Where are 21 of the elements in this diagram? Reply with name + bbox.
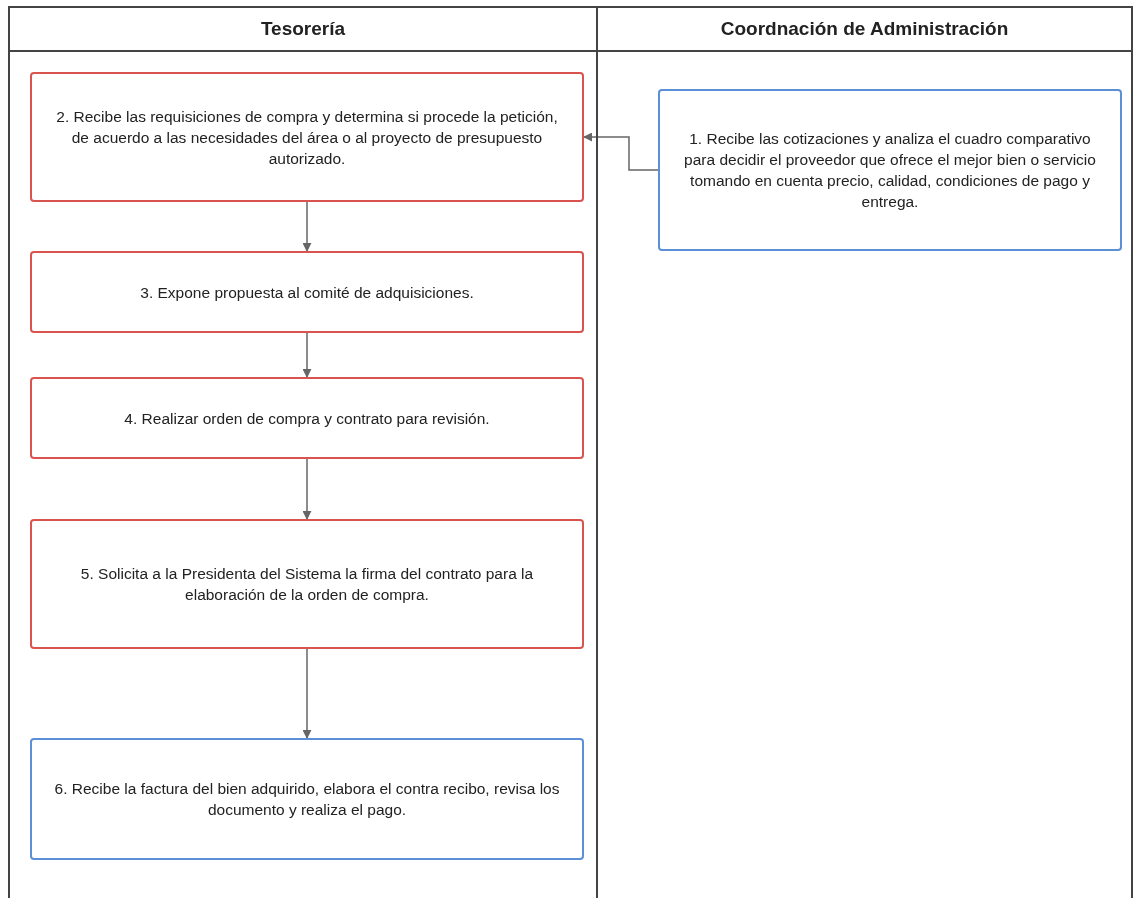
process-box <box>30 251 584 333</box>
process-box <box>30 377 584 459</box>
lane-header: Coordnación de Administración <box>598 8 1131 52</box>
step-text: 2. Recibe las requisiciones de compra y determina si procede la petición, de acuerdo a las necesidades del área o al proyecto de presupuesto autorizado. <box>55 106 559 169</box>
arrow <box>302 458 312 520</box>
process-box <box>30 72 584 202</box>
arrow <box>302 201 312 252</box>
arrow <box>302 648 312 739</box>
process-box <box>30 738 584 860</box>
lane-header: Tesorería <box>10 8 596 52</box>
step-text: 6. Recibe la factura del bien adquirido, elabora el contra recibo, revisa los documento y realiza el pago. <box>53 779 561 820</box>
swimlane <box>596 6 1133 898</box>
process-box <box>30 519 584 649</box>
step-text: 1. Recibe las cotizaciones y analiza el cuadro comparativo para decidir el proveedor que ofrece el mejor bien o servicio tomando en cuenta precio, calidad, condiciones de pago y entrega. <box>683 129 1097 212</box>
arrow <box>583 132 659 171</box>
process-box <box>658 89 1122 251</box>
step-text: 4. Realizar orden de compra y contrato para revisión. <box>124 408 490 429</box>
step-text: 3. Expone propuesta al comité de adquisiciones. <box>140 282 474 303</box>
step-text: 5. Solicita a la Presidenta del Sistema la firma del contrato para la elaboración de la orden de compra. <box>79 564 535 605</box>
arrow <box>302 332 312 378</box>
swimlane <box>8 6 598 898</box>
